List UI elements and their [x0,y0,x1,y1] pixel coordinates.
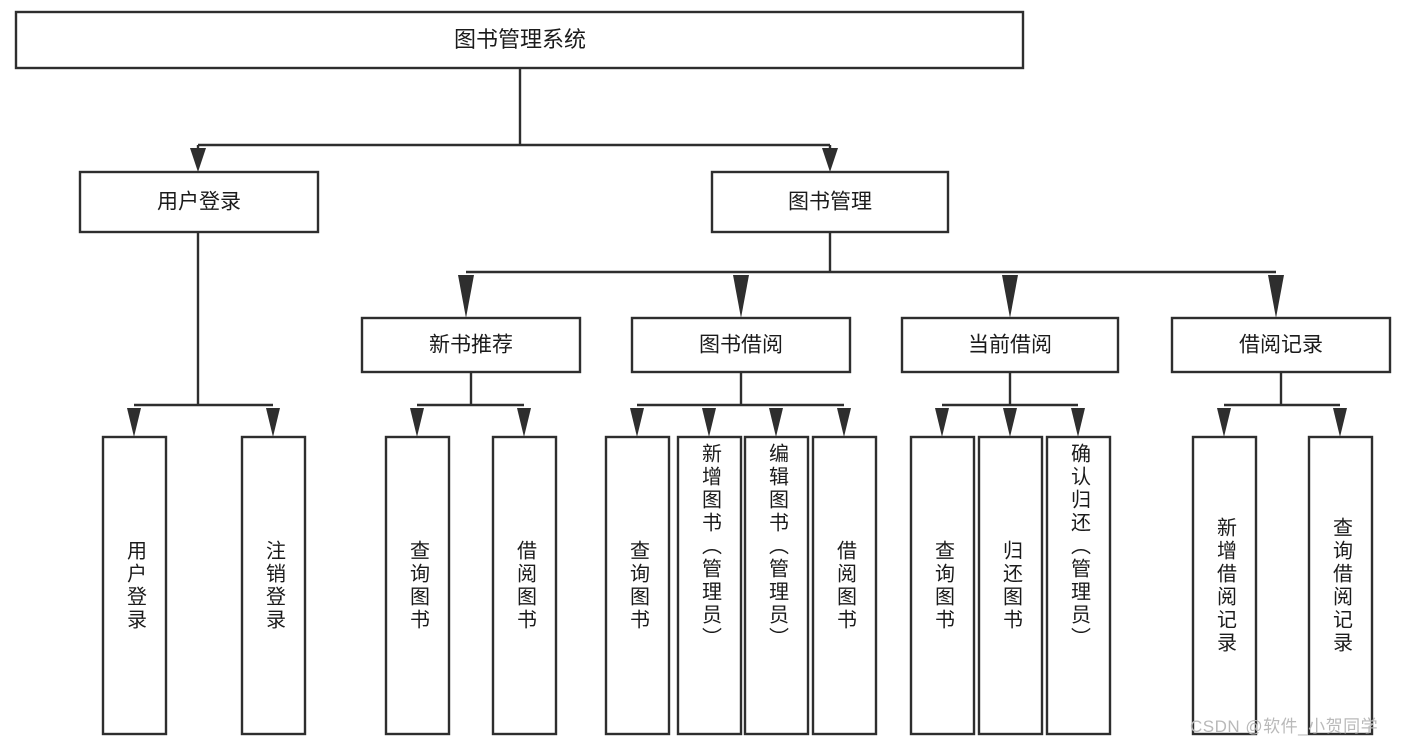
node-leaf-borrow-record-0[interactable] [1191,435,1258,736]
node-leaf-book-borrow-2[interactable] [743,435,810,736]
node-root-book-management-system[interactable] [14,10,1025,70]
node-book-borrow-label: 图书借阅 [699,334,783,357]
arrow-book-borrow-leaf-2 [769,408,783,437]
node-book-management-label: 图书管理 [788,191,872,214]
node-new-book-recommend-label: 新书推荐 [429,334,513,357]
arrow-book-mgmt-to-book-borrow [733,275,749,318]
node-leaf-book-borrow-0[interactable] [604,435,671,736]
node-new-book-recommend[interactable] [360,316,582,374]
arrow-borrow-record-leaf-1 [1333,408,1347,437]
node-leaf-book-borrow-1[interactable] [676,435,743,736]
arrow-new-book-leaf-1 [517,408,531,437]
arrow-book-mgmt-to-current-borrow [1002,275,1018,318]
node-leaf-borrow-record-1[interactable] [1307,435,1374,736]
node-leaf-user-login-1[interactable] [240,435,307,736]
node-layer: 图书管理系统 用户登录 图书管理 新书推荐 图书借阅 当前借阅 借阅记录 [14,10,1392,736]
node-leaf-current-borrow-0[interactable] [909,435,976,736]
node-current-borrow-label: 当前借阅 [968,334,1052,357]
node-root-label: 图书管理系统 [454,27,586,52]
node-leaf-current-borrow-1[interactable] [977,435,1044,736]
node-borrow-record-label: 借阅记录 [1239,334,1323,357]
arrow-book-mgmt-to-borrow-record [1268,275,1284,318]
arrow-current-borrow-leaf-1 [1003,408,1017,437]
arrow-new-book-leaf-0 [410,408,424,437]
node-book-borrow[interactable] [630,316,852,374]
arrow-book-borrow-leaf-3 [837,408,851,437]
arrow-user-login-leaf-0 [127,408,141,437]
node-leaf-new-book-1[interactable] [491,435,558,736]
node-user-login-label: 用户登录 [157,191,241,214]
connector-layer [127,68,1347,437]
arrow-borrow-record-leaf-0 [1217,408,1231,437]
arrow-user-login-leaf-1 [266,408,280,437]
arrow-book-borrow-leaf-1 [702,408,716,437]
node-leaf-current-borrow-2[interactable] [1045,435,1112,736]
node-book-management[interactable] [710,170,950,234]
arrow-current-borrow-leaf-0 [935,408,949,437]
csdn-watermark: CSDN @软件_小贺同学 [1190,717,1379,736]
node-user-login[interactable] [78,170,320,234]
node-borrow-record[interactable] [1170,316,1392,374]
node-current-borrow[interactable] [900,316,1120,374]
node-leaf-book-borrow-3[interactable] [811,435,878,736]
arrow-root-to-user-login [190,148,206,172]
arrow-root-to-book-mgmt [822,148,838,172]
arrow-current-borrow-leaf-2 [1071,408,1085,437]
node-leaf-user-login-0[interactable] [101,435,168,736]
arrow-book-mgmt-to-new-book [458,275,474,318]
arrow-book-borrow-leaf-0 [630,408,644,437]
node-leaf-new-book-0[interactable] [384,435,451,736]
